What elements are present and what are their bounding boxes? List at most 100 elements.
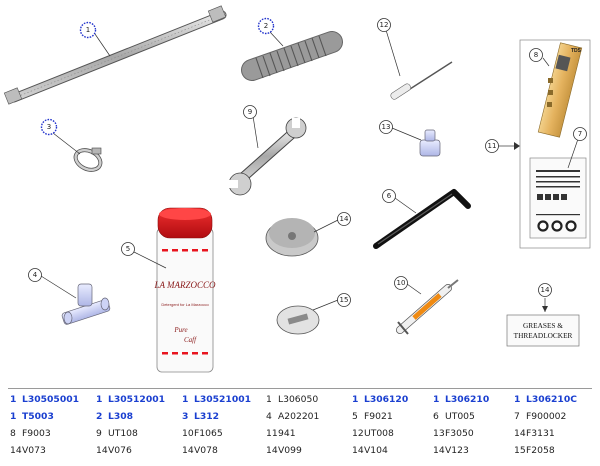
part-qty: 14 xyxy=(352,445,364,456)
part-entry: 14V073 xyxy=(10,443,46,459)
svg-text:6: 6 xyxy=(387,192,392,200)
part-qty: 15 xyxy=(514,445,526,456)
callout-14[interactable]: 14 xyxy=(337,212,351,226)
part-code: L30505001 xyxy=(22,394,79,405)
corrugated-hose-part-2 xyxy=(241,31,343,81)
part-qty: 14 xyxy=(182,445,194,456)
part-code: V073 xyxy=(22,445,46,456)
svg-text:14: 14 xyxy=(340,215,349,223)
callout-9[interactable]: 9 xyxy=(243,105,257,119)
part-code: L306210 xyxy=(445,394,490,405)
container-subtitle-text: Detergent for La Marzocco xyxy=(161,302,209,307)
callout-1[interactable]: 1 xyxy=(79,21,97,39)
part-link[interactable]: 1 L30512001 xyxy=(96,392,165,408)
part-entry: 14V076 xyxy=(96,443,132,459)
part-qty: 14 xyxy=(514,428,526,439)
hose-clamp-part-3 xyxy=(73,147,103,172)
part-entry: 12UT008 xyxy=(352,426,394,442)
svg-text:4: 4 xyxy=(33,271,38,279)
part-code: V123 xyxy=(445,445,469,456)
detergent-container-part-5: LA MARZOCCO Detergent for La Marzocco Pu… xyxy=(153,207,216,373)
part-code: F9021 xyxy=(364,411,393,422)
leader-lines xyxy=(40,29,579,312)
part-entry: 13F3050 xyxy=(433,426,474,442)
part-code: UT005 xyxy=(445,411,475,422)
part-code: F2058 xyxy=(526,445,555,456)
callout-3[interactable]: 3 xyxy=(40,118,58,136)
callout-15[interactable]: 15 xyxy=(337,293,351,307)
part-qty: 1 xyxy=(10,411,17,422)
container-script-line-2: Caff xyxy=(184,336,197,344)
callout-13[interactable]: 13 xyxy=(379,120,393,134)
part-qty: 9 xyxy=(96,428,102,439)
part-code: V099 xyxy=(278,445,302,456)
part-qty: 1 xyxy=(352,394,359,405)
callout-2[interactable]: 2 xyxy=(257,17,275,35)
callout-10[interactable]: 10 xyxy=(394,276,408,290)
part-link[interactable]: 1 L306210C xyxy=(514,392,577,408)
part-entry: 14V104 xyxy=(352,443,388,459)
part-code: F3131 xyxy=(526,428,555,439)
part-code: L30521001 xyxy=(194,394,251,405)
container-brand-text: LA MARZOCCO xyxy=(153,280,216,290)
part-qty: 1 xyxy=(10,394,17,405)
part-code: 941 xyxy=(278,428,296,439)
part-code: L306050 xyxy=(278,394,319,405)
part-code: L30512001 xyxy=(108,394,165,405)
callout-4[interactable]: 4 xyxy=(28,268,42,282)
part-qty: 12 xyxy=(352,428,364,439)
svg-text:14: 14 xyxy=(541,286,550,294)
part-entry: 14V123 xyxy=(433,443,469,459)
part-entry: 14F3131 xyxy=(514,426,555,442)
test-strip-packet-part-7 xyxy=(529,157,587,239)
svg-text:3: 3 xyxy=(47,123,51,131)
tds-strip-part-8: TDS xyxy=(537,42,583,138)
part-link[interactable]: 1 L30505001 xyxy=(10,392,79,408)
part-code: UT108 xyxy=(108,428,138,439)
screen-disc-part-15 xyxy=(276,305,320,335)
greases-label-line-2: THREADLOCKER xyxy=(514,331,573,340)
part-qty: 14 xyxy=(433,445,445,456)
tee-fitting-part-4 xyxy=(61,283,111,325)
part-entry: 15F2058 xyxy=(514,443,555,459)
callout-6[interactable]: 6 xyxy=(382,189,396,203)
part-qty: 8 xyxy=(10,428,16,439)
part-entry: 14V099 xyxy=(266,443,302,459)
greases-label-line-1: GREASES & xyxy=(523,321,563,330)
part-qty: 14 xyxy=(10,445,22,456)
part-code: V076 xyxy=(108,445,132,456)
callout-14-greases[interactable]: 14 xyxy=(538,283,552,297)
part-code: L306210C xyxy=(526,394,577,405)
part-qty: 1 xyxy=(514,394,521,405)
part-entry: 9 UT108 xyxy=(96,426,138,442)
callout-12[interactable]: 12 xyxy=(377,18,391,32)
part-qty: 11 xyxy=(266,428,278,439)
pin-tool-part-12 xyxy=(390,61,453,100)
svg-text:2: 2 xyxy=(264,22,268,30)
callout-7[interactable]: 7 xyxy=(573,127,587,141)
svg-text:15: 15 xyxy=(340,296,349,304)
part-qty: 14 xyxy=(96,445,108,456)
greases-box: GREASES & THREADLOCKER xyxy=(506,314,580,347)
callout-8[interactable]: 8 xyxy=(529,48,543,62)
grease-syringe-part-10 xyxy=(396,279,459,335)
part-qty: 2 xyxy=(96,411,103,422)
svg-text:7: 7 xyxy=(578,130,582,138)
part-code: L312 xyxy=(194,411,220,422)
part-entry: 14V078 xyxy=(182,443,218,459)
callout-11[interactable]: 11 xyxy=(485,139,499,153)
part-qty: 5 xyxy=(352,411,358,422)
callout-5[interactable]: 5 xyxy=(121,242,135,256)
braided-hose-part-1 xyxy=(3,5,227,105)
part-qty: 1 xyxy=(96,394,103,405)
